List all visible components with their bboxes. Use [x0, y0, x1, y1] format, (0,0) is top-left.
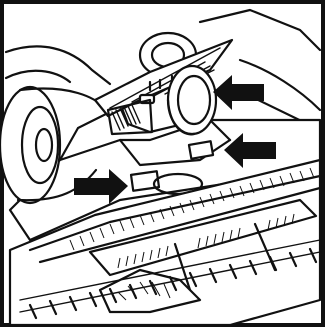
motor-pulley	[168, 66, 216, 134]
